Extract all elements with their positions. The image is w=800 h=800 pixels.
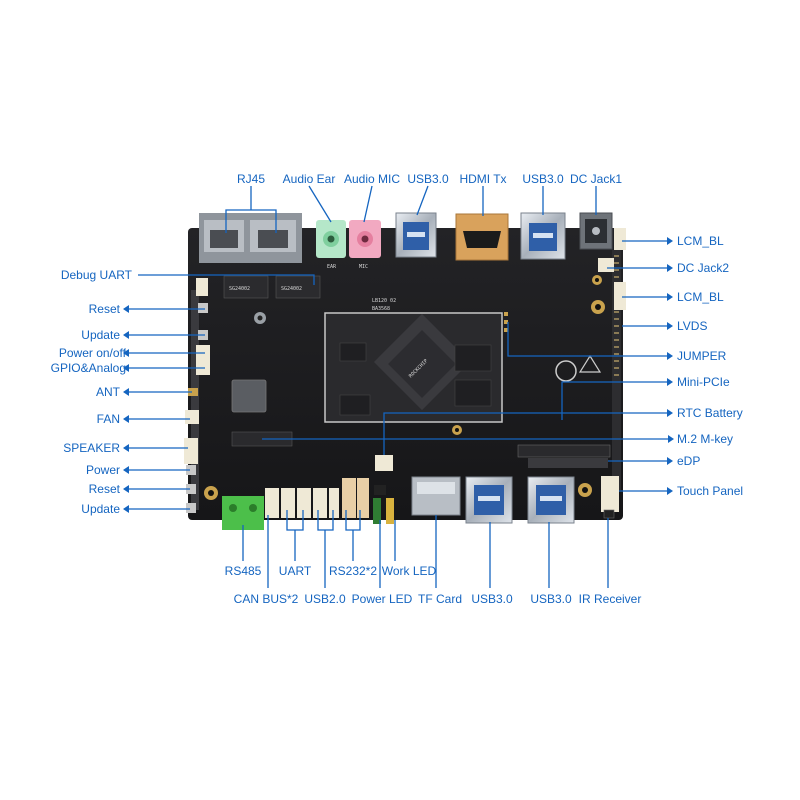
label-dc-jack2: DC Jack2	[677, 261, 730, 275]
label-lcm-bl: LCM_BL	[677, 234, 724, 248]
jumper-pins	[504, 312, 508, 332]
label-jumper: JUMPER	[677, 349, 727, 363]
label-lvds: LVDS	[677, 319, 708, 333]
ear-silk: EAR	[327, 264, 337, 270]
label-audio-ear: Audio Ear	[282, 172, 336, 186]
audio-ear-jack	[316, 220, 346, 258]
speaker-connector	[184, 438, 198, 464]
label-power-led: Power LED	[351, 592, 413, 606]
touch-panel-connector	[601, 476, 619, 512]
label-power-onoff: Power on/off	[58, 346, 126, 360]
label-rs485: RS485	[224, 564, 262, 578]
usb30-bottom-a	[465, 476, 513, 524]
update-button-2	[186, 503, 196, 513]
rs485-terminal	[222, 496, 264, 530]
label-rj45: RJ45	[236, 172, 266, 186]
label-m2-mkey: M.2 M-key	[677, 432, 734, 446]
uart-usb-headers	[265, 488, 339, 518]
label-speaker: SPEAKER	[63, 441, 120, 455]
reset-button	[198, 303, 208, 313]
no-touch-logo	[555, 360, 577, 382]
warning-triangle	[578, 354, 602, 373]
label-audio-mic: Audio MIC	[343, 172, 401, 186]
label-touch-panel: Touch Panel	[677, 484, 744, 498]
lcm-bl-connector	[614, 228, 626, 250]
wifi-module	[231, 379, 267, 413]
rs232-headers	[342, 478, 369, 518]
label-usb20: USB2.0	[304, 592, 346, 606]
label-lcm-bl-2: LCM_BL	[677, 290, 724, 304]
label-reset: Reset	[88, 302, 120, 316]
label-tf-card: TF Card	[417, 592, 463, 606]
mini-pcie-slot	[517, 444, 611, 458]
tf-card-slot	[411, 476, 461, 516]
chip-sg24002-b	[275, 275, 321, 299]
label-update: Update	[81, 328, 120, 342]
callout-arrowheads	[123, 237, 674, 513]
usb30-top-connector	[395, 212, 437, 258]
audio-mic-jack	[349, 220, 381, 258]
mounting-holes	[204, 275, 605, 500]
edp-connector	[528, 458, 608, 468]
label-ant: ANT	[96, 385, 120, 399]
label-ir-receiver: IR Receiver	[578, 592, 642, 606]
lcm-bl2-connector	[614, 282, 626, 310]
label-reset-2: Reset	[88, 482, 120, 496]
dc-jack1-connector	[579, 212, 613, 250]
ant-connector	[188, 388, 198, 396]
label-work-led: Work LED	[381, 564, 437, 578]
hdmi-connector	[455, 213, 509, 261]
label-dc-jack1: DC Jack1	[569, 172, 623, 186]
label-rs232: RS232*2	[328, 564, 378, 578]
chip-sg24002-a-label: SG24002	[229, 286, 250, 292]
gpio-connector	[196, 345, 210, 375]
ir-receiver	[603, 509, 615, 519]
usb30-bottom-b	[527, 476, 575, 524]
label-mini-pcie: Mini-PCIe	[677, 375, 730, 389]
label-fan: FAN	[96, 412, 120, 426]
label-debug-uart: Debug UART	[60, 268, 132, 282]
label-edp: eDP	[677, 454, 701, 468]
chip-sg24002-a	[223, 275, 269, 299]
label-usb30-a: USB3.0	[471, 592, 513, 606]
label-gpio-analog: GPIO&Analog	[50, 361, 126, 375]
soc-core-module	[324, 312, 503, 423]
mic-silk: MIC	[359, 264, 368, 270]
usb30-top2-connector	[520, 212, 566, 260]
soc-silk-label: LB120 02	[372, 298, 396, 304]
reset-button-2	[186, 484, 196, 494]
label-usb30-top: USB3.0	[407, 172, 449, 186]
label-hdmi-tx: HDMI Tx	[459, 172, 507, 186]
power-button	[186, 465, 196, 475]
label-power: Power	[85, 463, 120, 477]
label-update-2: Update	[81, 502, 120, 516]
soc-silk-name: BA3568	[372, 306, 390, 312]
dc-jack2-connector	[598, 258, 614, 272]
rtc-battery	[375, 455, 393, 471]
label-usb30-b: USB3.0	[530, 592, 572, 606]
debug-uart-connector	[196, 278, 208, 296]
left-edge-header	[191, 290, 199, 510]
label-rtc-battery: RTC Battery	[677, 406, 743, 420]
label-uart: UART	[278, 564, 312, 578]
leds	[373, 485, 394, 524]
fan-connector	[185, 410, 199, 424]
rj45-connector	[199, 213, 302, 263]
label-can-bus: CAN BUS*2	[233, 592, 299, 606]
chip-sg24002-b-label: SG24002	[281, 286, 302, 292]
callout-lines	[129, 185, 668, 588]
label-usb30-top2: USB3.0	[522, 172, 564, 186]
